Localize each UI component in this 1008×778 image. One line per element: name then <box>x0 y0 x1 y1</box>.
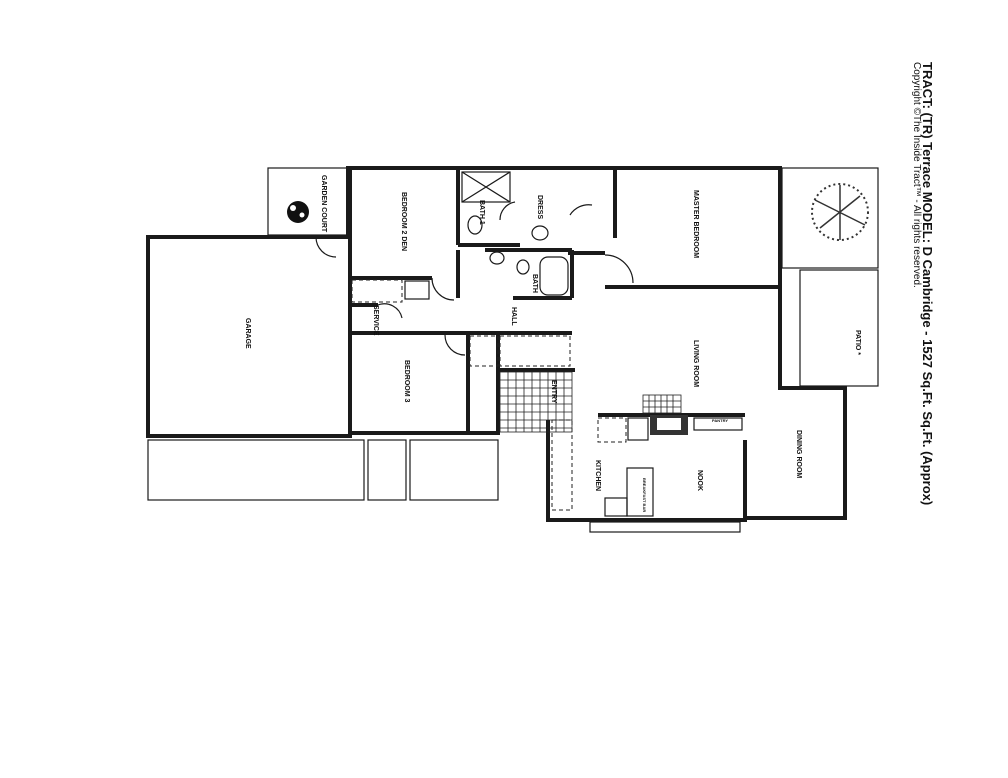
room-label-hall: HALL <box>510 307 517 326</box>
fixtures <box>351 171 743 517</box>
shrub-icon <box>811 183 869 241</box>
room-label-entry: ENTRY <box>550 380 557 404</box>
tree-icon <box>287 201 309 223</box>
room-label-breakfast-bar: BREAKFAST BAR <box>642 478 647 512</box>
room-label-bath: BATH <box>531 274 538 293</box>
interior-walls <box>348 168 780 520</box>
room-label-kitchen: KITCHEN <box>594 460 601 491</box>
door-swings <box>315 201 634 356</box>
garden-court-area <box>267 167 349 236</box>
room-label-garden-court: GARDEN COURT <box>320 175 327 233</box>
room-label-patio: PATIO * <box>854 330 861 355</box>
room-label-nook: NOOK <box>696 470 703 491</box>
yard-area <box>781 167 879 269</box>
room-label-garage: GARAGE <box>244 318 251 349</box>
room-label-dining-room: DINING ROOM <box>795 430 802 478</box>
patio-area <box>799 269 879 387</box>
room-label-bedroom-3: BEDROOM 3 <box>403 360 410 403</box>
room-label-bath-1: BATH 1 <box>478 200 485 225</box>
room-label-pantry: PANTRY <box>712 418 728 423</box>
room-label-living-room: LIVING ROOM <box>692 340 699 387</box>
room-label-master-bedroom: MASTER BEDROOM <box>692 190 699 258</box>
tile-grid <box>499 371 682 433</box>
room-label-bedroom-2: BEDROOM 2 DEN <box>400 192 407 251</box>
driveway <box>147 439 741 533</box>
room-label-dress: DRESS <box>536 195 543 219</box>
room-label-service: SERVICE <box>372 305 379 336</box>
